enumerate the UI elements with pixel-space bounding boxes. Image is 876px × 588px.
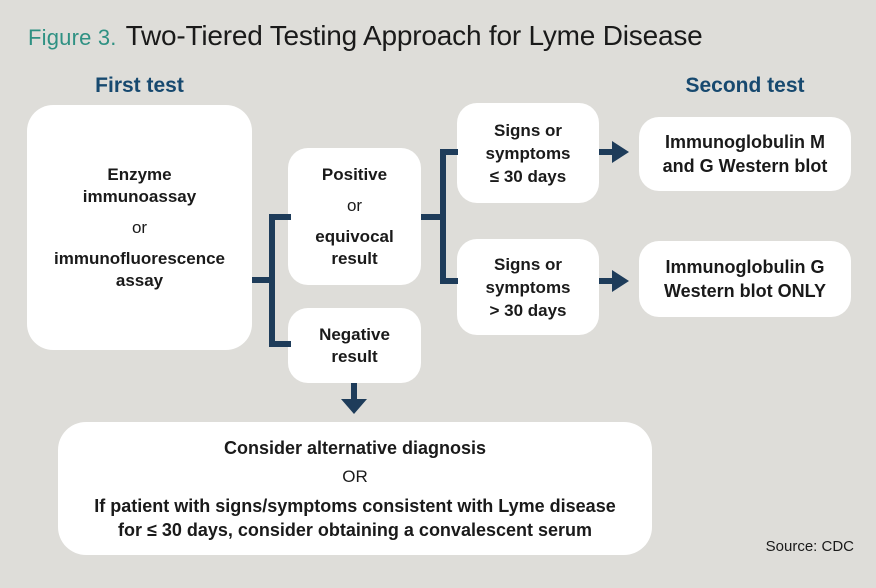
node-text-line: If patient with signs/symptoms consisten… (94, 495, 616, 516)
node-text-line: result (331, 248, 378, 268)
figure-title: Figure 3. Two-Tiered Testing Approach fo… (28, 20, 703, 52)
source-credit: Source: CDC (765, 538, 854, 555)
node-western-blot-m-and-g: Immunoglobulin M and G Western blot (639, 117, 851, 191)
node-text-line: Immunoglobulin M (665, 132, 825, 152)
node-text-line: Consider alternative diagnosis (223, 437, 487, 458)
connector-right-bracket-to-signs-late (440, 278, 458, 284)
arrow-right-icon (612, 141, 629, 163)
node-text-line: ≤ 30 days (489, 166, 567, 186)
node-text-line: assay (115, 270, 164, 290)
connector-positive-out (421, 214, 446, 220)
node-text-line: Enzyme (107, 164, 172, 184)
node-text-line: > 30 days (489, 300, 567, 320)
node-text-line: Western blot ONLY (663, 281, 827, 301)
connector-first-test-out (252, 277, 272, 283)
node-signs-within-30-days: Signs or symptoms ≤ 30 days (457, 103, 599, 203)
connector-right-bracket-vertical (440, 149, 446, 284)
node-western-blot-g-only: Immunoglobulin G Western blot ONLY (639, 241, 851, 317)
connector-left-bracket-to-positive (269, 214, 291, 220)
node-text-line: symptoms (485, 277, 571, 297)
connector-left-bracket-vertical (269, 214, 275, 347)
node-text-line: Immunoglobulin G (665, 257, 825, 277)
node-signs-over-30-days: Signs or symptoms > 30 days (457, 239, 599, 335)
node-text-line: Signs or (493, 254, 562, 274)
node-first-tier-test: Enzyme immunoassay or immunofluorescence… (27, 105, 252, 350)
node-text-line: immunofluorescence (54, 248, 225, 268)
connector-left-bracket-to-negative (269, 341, 291, 347)
node-text-line: for ≤ 30 days, consider obtaining a conv… (117, 519, 593, 540)
node-text-line: Positive (321, 164, 388, 184)
node-alternative-diagnosis: Consider alternative diagnosis OR If pat… (58, 422, 652, 555)
figure-number-label: Figure 3. (28, 25, 117, 50)
arrow-right-icon (612, 270, 629, 292)
arrow-negative-down-shaft (351, 383, 357, 400)
node-text-line: Signs or (493, 120, 562, 140)
node-text-line: equivocal (315, 226, 394, 246)
node-conjunction: or (346, 195, 363, 215)
column-heading-first-test: First test (95, 74, 184, 97)
node-text-line: Negative (319, 324, 390, 344)
node-text-line: symptoms (485, 143, 571, 163)
column-heading-second-test: Second test (685, 74, 805, 97)
node-text-line: result (331, 346, 378, 366)
figure-title-text: Two-Tiered Testing Approach for Lyme Dis… (125, 20, 703, 51)
arrow-signs-early-shaft (599, 149, 613, 155)
connector-right-bracket-to-signs-early (440, 149, 458, 155)
arrow-down-icon (341, 399, 367, 414)
node-negative-result: Negative result (288, 308, 421, 383)
node-text-line: immunoassay (82, 186, 197, 206)
node-positive-or-equivocal: Positive or equivocal result (288, 148, 421, 285)
arrow-signs-late-shaft (599, 278, 613, 284)
node-text-line: and G Western blot (662, 156, 828, 176)
node-conjunction: OR (342, 466, 368, 486)
node-conjunction: or (131, 217, 148, 237)
